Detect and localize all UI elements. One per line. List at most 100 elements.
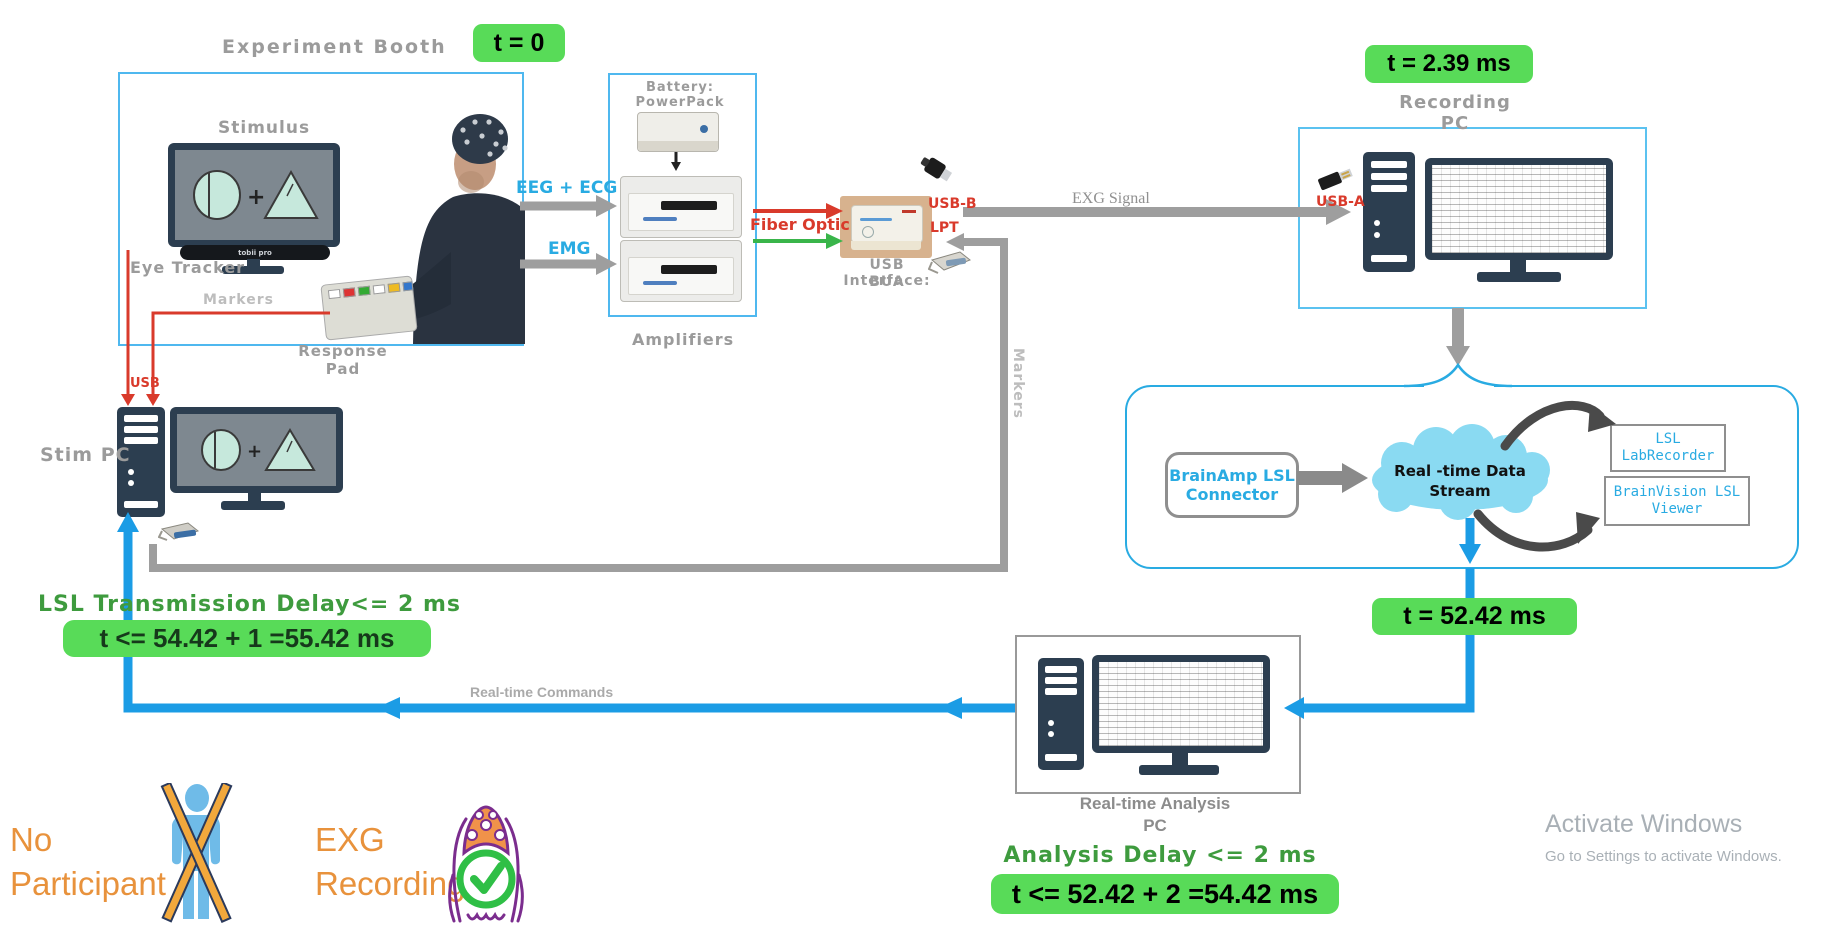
lpt-connector-image: [158, 522, 200, 541]
cloud-down-arrowhead: [1459, 544, 1481, 564]
eeg-ecg-label: EEG + ECG: [516, 178, 618, 198]
t5242-badge: t = 52.42 ms: [1372, 598, 1577, 635]
analysis-pc-monitor-base: [1139, 765, 1219, 775]
brainvision-viewer-box: BrainVision LSL Viewer: [1604, 476, 1750, 526]
stim-pc-label: Stim PC: [40, 444, 131, 466]
eye-tracker-label: Eye Tracker: [130, 258, 246, 277]
analysis-pc-label: Real-time Analysis PC: [1060, 793, 1250, 837]
recording-pc-label: Recording PC: [1399, 92, 1511, 134]
cloud-label-line2: Stream: [1429, 481, 1491, 500]
red-arrowhead-2: [146, 394, 160, 406]
analysis-pc-tower: [1038, 658, 1084, 770]
emg-arrowhead: [596, 253, 617, 275]
eye-tracker-bar: tobii pro: [180, 245, 330, 260]
fiber-green-arrowhead: [826, 233, 843, 249]
cloud-label-line1: Real -time Data: [1394, 462, 1526, 480]
svg-text:+: +: [247, 441, 262, 462]
lsl-eq-badge: t <= 54.42 + 1 =55.42 ms: [63, 620, 431, 657]
battery-label-line2: PowerPack: [635, 95, 725, 110]
experiment-booth-label: Experiment Booth: [222, 36, 447, 58]
marker-red-lines: [126, 250, 330, 394]
recording-pc-monitor: [1425, 158, 1613, 260]
exg-recording-icon: [448, 805, 524, 923]
recording-pc-screen: [1432, 165, 1606, 253]
analysis-pc-screen: [1099, 662, 1263, 746]
markers-booth-label: Markers: [203, 292, 274, 308]
no-participant-line2: Participant: [10, 864, 166, 902]
usb-a-connector-image: [1318, 168, 1353, 191]
data-stream-cloud: [1372, 424, 1550, 520]
stim-pc-tower: [117, 407, 165, 517]
viewer-label-line2: Viewer: [1651, 501, 1703, 517]
responsepad-to-stimpc-line: [151, 311, 330, 394]
badge-to-analysis-line: [1304, 632, 1475, 713]
recording-pc-tower: [1363, 152, 1415, 272]
bua-label: BUA: [869, 274, 905, 290]
stim-pc-screen: +: [177, 414, 336, 486]
stimpc-up-arrowhead: [117, 512, 139, 532]
tobii-logo: tobii pro: [238, 248, 272, 257]
usb-b-label: USB-B: [928, 196, 977, 212]
stimulus-shapes: +: [193, 169, 319, 220]
stim-pc-monitor: +: [170, 407, 343, 493]
analysis-pc-label-line1: Real-time Analysis: [1079, 794, 1231, 813]
amplifier-device-1: [620, 176, 742, 238]
brainamp-label-line2: Connector: [1185, 485, 1279, 504]
lsl-delay-label: LSL Transmission Delay<= 2 ms: [38, 592, 461, 617]
t0-badge: t = 0: [473, 24, 565, 62]
emg-label: EMG: [548, 239, 591, 259]
recording-pc-box: [1298, 127, 1647, 309]
fiber-optic-label: Fiber Optic: [750, 215, 850, 234]
cycle-top-arrowhead: [1588, 404, 1616, 432]
no-participant-line1: No: [10, 821, 53, 858]
activate-windows-watermark: Activate Windows Go to Settings to activ…: [1545, 810, 1782, 865]
plus-sign: +: [247, 185, 265, 210]
battery-label-line1: Battery:: [645, 80, 714, 95]
orange-x-cross: [160, 783, 233, 923]
stimulus-screen: +: [175, 150, 333, 240]
lsl-labrecorder-box: LSL LabRecorder: [1610, 424, 1726, 472]
amplifiers-box: [608, 73, 757, 317]
recording-pc-monitor-stand: [1510, 260, 1526, 273]
stim-pc-monitor-base: [221, 501, 285, 510]
amplifiers-label: Amplifiers: [632, 330, 735, 349]
labrecorder-label-line1: LSL: [1655, 430, 1681, 447]
lpt-label: LPT: [930, 220, 959, 236]
usb-b-connector-image: [920, 157, 953, 182]
stim-pc-monitor-stand: [248, 492, 261, 502]
cycle-bottom-arrowhead: [1576, 512, 1600, 544]
analysis-to-stimpc-line: [123, 530, 1015, 713]
activate-windows-line2: Go to Settings to activate Windows.: [1545, 848, 1782, 865]
exg-arrowhead: [1326, 199, 1351, 225]
response-pad-label: Response Pad: [298, 342, 388, 378]
exg-signal-label: EXG Signal: [1072, 190, 1150, 207]
lpt-connector-image-2: [928, 251, 971, 274]
stimulus-monitor: +: [168, 143, 340, 247]
participant-photo: [356, 114, 525, 344]
brainamp-label-line1: BrainAmp LSL: [1169, 466, 1295, 485]
eeg-cap: [452, 114, 508, 164]
brace-curve: [1403, 362, 1513, 388]
viewer-label-line1: BrainVision LSL: [1613, 483, 1741, 500]
markers-arrowhead: [946, 233, 964, 251]
exg-recording-line2: Recording: [315, 864, 466, 902]
stimulus-monitor-base: [222, 266, 284, 274]
analysis-pc-monitor-stand: [1172, 753, 1188, 766]
amplifier-device-2: [620, 240, 742, 302]
analysis-eq-badge: t <= 52.42 + 2 =54.42 ms: [991, 874, 1339, 914]
no-participant-label: No Participant: [10, 818, 166, 906]
cloud-label: Real -time Data Stream: [1380, 462, 1540, 501]
exg-recording-label: EXG Recording: [315, 818, 465, 906]
cmd-arrowhead-left: [376, 697, 400, 719]
brace-mask: [1424, 380, 1494, 390]
markers-vertical-label: Markers: [1010, 348, 1026, 419]
stimulus-monitor-stand: [247, 259, 260, 267]
recording-pc-monitor-base: [1477, 272, 1561, 282]
blue-lines: [123, 518, 1475, 713]
labrecorder-label-line2: LabRecorder: [1621, 448, 1715, 464]
battery-image: [637, 112, 719, 152]
analysis-pc-monitor: [1092, 655, 1270, 753]
fiber-red-arrowhead: [826, 203, 843, 219]
usb-interface-label: USB Interface:: [843, 257, 931, 289]
